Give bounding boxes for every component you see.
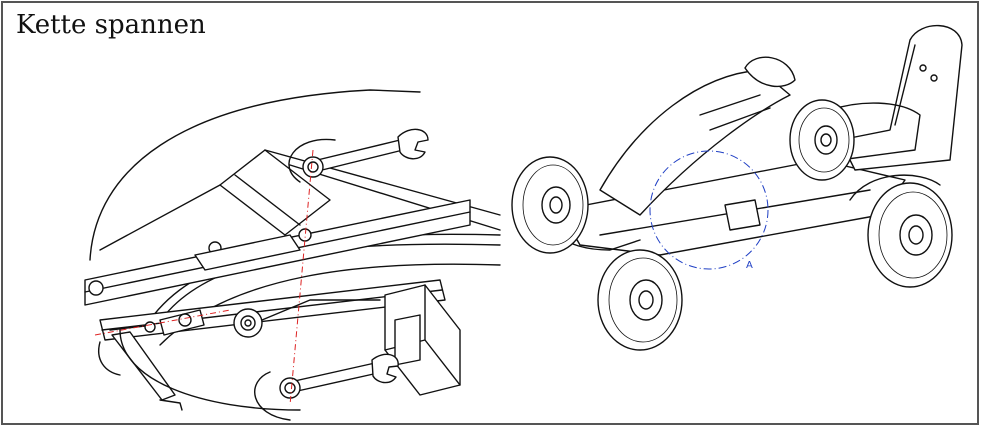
wheel-front-left-icon	[511, 156, 589, 254]
go-kart-overview: A	[511, 24, 963, 351]
callout-label: A	[746, 260, 753, 271]
detail-callout-circle	[649, 150, 769, 270]
wrench-lower-icon	[254, 353, 399, 421]
page-title: Kette spannen	[16, 10, 206, 40]
wrench-upper-icon	[288, 128, 429, 183]
detail-view-chain-tensioner	[84, 89, 501, 421]
wheel-rear-right-icon	[867, 182, 953, 288]
wheel-front-right-icon	[597, 249, 683, 351]
wheel-rear-left-icon	[789, 99, 855, 181]
